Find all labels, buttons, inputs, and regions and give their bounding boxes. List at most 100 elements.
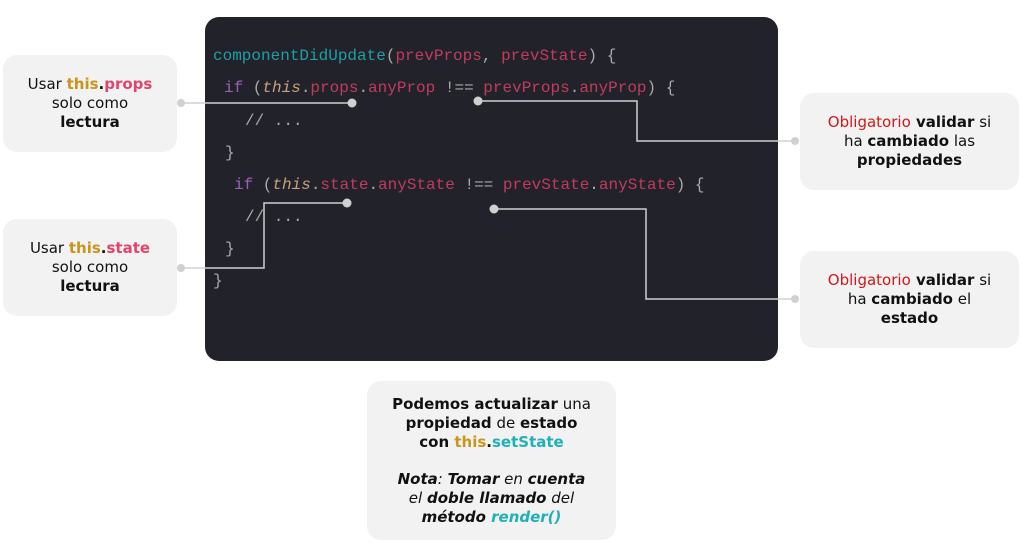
token: !== [454, 176, 503, 194]
text: estado [880, 309, 939, 327]
text: lectura [60, 113, 120, 131]
dot [489, 204, 499, 214]
text: validar [910, 271, 975, 289]
token: if [224, 79, 244, 97]
token: anyState [378, 176, 455, 194]
token: . [358, 79, 369, 97]
text: . [98, 75, 105, 93]
token: anyProp [368, 79, 436, 97]
connector-state [181, 202, 347, 269]
text: props [104, 75, 153, 93]
token: prevProps [395, 47, 482, 65]
text: en [499, 469, 528, 488]
text: this [66, 75, 99, 93]
token: ) { [675, 176, 705, 194]
text: de [491, 413, 520, 432]
token: !== [435, 79, 484, 97]
note-state: Usar this.state solo como lectura [3, 219, 177, 316]
text: Usar [29, 239, 69, 257]
text: solo como [51, 94, 129, 112]
text: del [546, 488, 575, 507]
token: prevState [502, 176, 590, 194]
text: cuenta [527, 469, 586, 488]
token: . [310, 176, 321, 194]
text: . [486, 432, 492, 451]
code-line-2: if (this.props.anyProp !== prevProps.any… [224, 79, 675, 97]
connector-valid-props [478, 100, 795, 142]
dot [177, 99, 185, 107]
text: solo como [51, 258, 129, 276]
dot [791, 295, 799, 303]
text: una [557, 394, 591, 413]
token: ( [243, 79, 263, 97]
text: si [974, 113, 992, 131]
token: ) { [587, 47, 617, 65]
dot [347, 98, 357, 108]
text: cambiado [871, 290, 953, 308]
code-line-1: componentDidUpdate(prevProps, prevState)… [213, 47, 616, 65]
token: ) { [646, 79, 676, 97]
code-block: componentDidUpdate(prevProps, prevState)… [205, 17, 778, 361]
note-validate-state: Obligatorio validar si ha cambiado el es… [800, 251, 1019, 348]
token: this [262, 79, 301, 97]
text: Tomar [447, 469, 500, 488]
code-line-3: // ... [245, 112, 303, 130]
dot [473, 96, 483, 106]
token: anyProp [579, 79, 647, 97]
text: cambiado [867, 132, 950, 150]
text: el [952, 290, 972, 308]
token: prevState [501, 47, 588, 65]
token: . [368, 176, 379, 194]
text: render() [491, 507, 562, 526]
token: , [481, 47, 502, 65]
code-line-5: if (this.state.anyState !== prevState.an… [234, 176, 705, 194]
dot [791, 137, 799, 145]
text: ha [843, 132, 868, 150]
text: doble llamado [426, 488, 547, 507]
text: setState [492, 432, 564, 451]
text: validar [910, 113, 975, 131]
text: ha [847, 290, 872, 308]
code-line-4: } [225, 144, 235, 162]
text: Usar [27, 75, 67, 93]
text: state [106, 239, 151, 257]
token: state [320, 176, 369, 194]
text: con [419, 432, 455, 451]
token: this [272, 176, 311, 194]
text: : [437, 469, 448, 488]
token: anyState [598, 176, 676, 194]
text: Podemos actualizar [392, 394, 558, 413]
dot [342, 198, 352, 208]
code-line-7: } [225, 240, 235, 258]
text: this [454, 432, 487, 451]
text: Obligatorio [827, 271, 911, 289]
token: . [569, 79, 580, 97]
text: Obligatorio [827, 113, 911, 131]
text: método [421, 507, 492, 526]
text: las [949, 132, 976, 150]
token: componentDidUpdate [213, 47, 386, 65]
dot [177, 264, 185, 272]
note-setstate: Podemos actualizar una propiedad de esta… [367, 381, 616, 540]
token: . [589, 176, 599, 194]
token: . [300, 79, 311, 97]
note-props: Usar this.props solo como lectura [3, 55, 177, 152]
token: ( [385, 47, 396, 65]
token: ( [253, 176, 273, 194]
text: . [100, 239, 107, 257]
code-line-6: // ... [245, 208, 303, 226]
note-validate-props: Obligatorio validar si ha cambiado las p… [800, 93, 1019, 190]
text: this [68, 239, 101, 257]
connector-valid-state [494, 208, 795, 300]
text: lectura [60, 277, 120, 295]
text: el [408, 488, 427, 507]
token: props [310, 79, 359, 97]
text: Nota [397, 469, 438, 488]
text: propiedad [405, 413, 492, 432]
text: si [974, 271, 992, 289]
code-line-8: } [213, 272, 223, 290]
token: prevProps [483, 79, 570, 97]
token: if [234, 176, 254, 194]
text: estado [519, 413, 578, 432]
